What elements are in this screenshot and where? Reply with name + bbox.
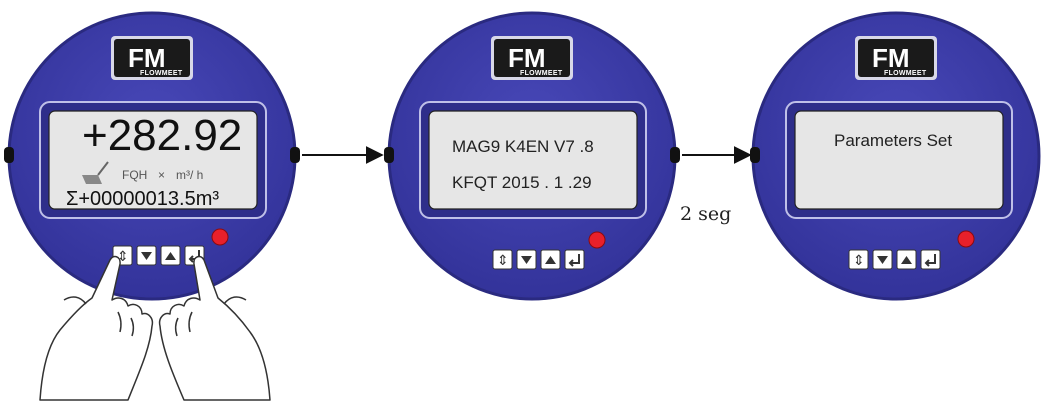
enter-icon	[568, 254, 580, 267]
device-1-logo-mark: FM	[128, 43, 166, 73]
up-arrow-icon	[901, 256, 912, 264]
device-2-keypad: ⇕	[492, 231, 606, 270]
device-1-side-clip-right	[290, 147, 300, 163]
device-1: FM FLOWMEET +282.92 FQH × m³/ h Σ+000000…	[4, 11, 300, 401]
device-3: FM FLOWMEET Parameters Set ⇕	[750, 11, 1041, 301]
device-3-logo-text: FLOWMEET	[884, 70, 927, 77]
device-3-line-1: Parameters Set	[834, 131, 952, 150]
device-1-lcd	[48, 110, 258, 210]
device-2-side-clip-left	[384, 147, 394, 163]
device-2: FM FLOWMEET MAG9 K4EN V7 .8 KFQT 2015 . …	[384, 11, 680, 301]
device-3-key-enter[interactable]	[920, 249, 941, 270]
down-arrow-icon	[521, 256, 532, 264]
device-2-logo: FM FLOWMEET	[491, 36, 573, 80]
device-1-keypad: ⇕	[112, 228, 229, 266]
device-3-logo: FM FLOWMEET	[855, 36, 937, 80]
device-2-line-2: KFQT 2015 . 1 .29	[452, 173, 592, 192]
device-2-key-updown[interactable]	[492, 249, 513, 270]
device-2-key-enter[interactable]	[564, 249, 585, 270]
device-2-lcd	[428, 110, 638, 210]
device-3-lcd	[794, 110, 1004, 210]
device-2-red-led-icon	[588, 231, 606, 249]
device-2-logo-text: FLOWMEET	[520, 70, 563, 77]
updown-icon: ⇕	[117, 249, 129, 265]
device-3-logo-mark: FM	[872, 43, 910, 73]
updown-icon: ⇕	[853, 253, 865, 269]
up-arrow-icon	[545, 256, 556, 264]
device-2-side-clip-right	[670, 147, 680, 163]
device-1-flow-value: +282.92	[82, 111, 242, 160]
device-3-key-updown[interactable]	[848, 249, 869, 270]
right-hand-icon	[158, 255, 271, 401]
device-1-mode-label: FQH	[122, 168, 147, 182]
left-hand-icon	[39, 255, 154, 401]
device-3-side-clip-left	[750, 147, 760, 163]
device-1-unit-label: m³/ h	[176, 168, 203, 182]
device-2-line-1: MAG9 K4EN V7 .8	[452, 137, 594, 156]
device-1-red-led-icon	[211, 228, 229, 246]
device-1-logo: FM FLOWMEET	[111, 36, 193, 80]
device-1-side-clip-left	[4, 147, 14, 163]
device-1-logo-text: FLOWMEET	[140, 70, 183, 77]
updown-icon: ⇕	[497, 253, 509, 269]
device-1-total-label: Σ+00000013.5m³	[66, 188, 219, 210]
device-3-red-led-icon	[957, 230, 975, 248]
device-1-meter-icon	[82, 161, 109, 184]
down-arrow-icon	[877, 256, 888, 264]
down-arrow-icon	[141, 252, 152, 260]
enter-icon	[924, 254, 936, 267]
delay-caption: 2 seg	[680, 203, 731, 225]
device-1-times-sign: ×	[158, 168, 165, 182]
up-arrow-icon	[165, 252, 176, 260]
device-3-keypad: ⇕	[848, 230, 975, 270]
device-2-logo-mark: FM	[508, 43, 546, 73]
